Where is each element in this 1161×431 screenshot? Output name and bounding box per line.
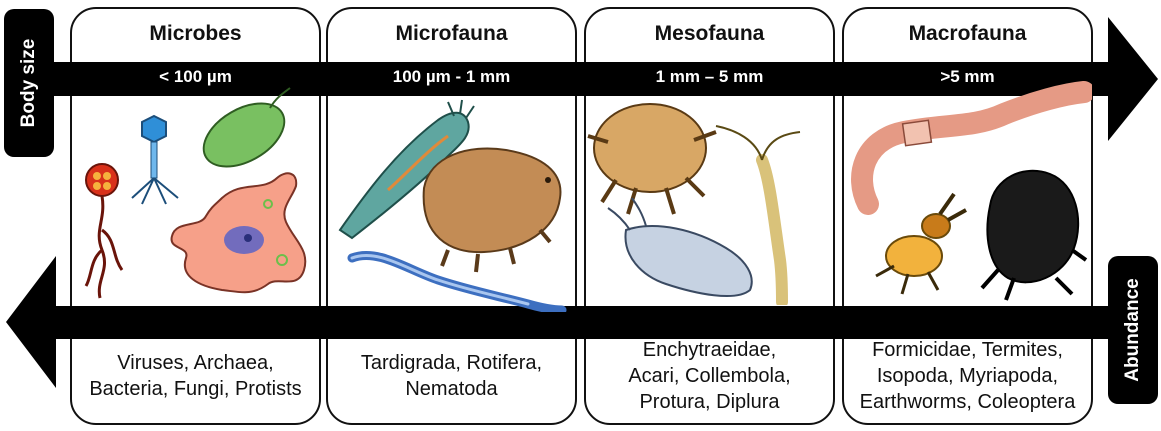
body-size-label: Body size [4,9,54,157]
fungus-icon [86,164,118,196]
virus-icon [142,116,166,142]
collembola-icon [625,226,751,296]
macrofauna-illustration [844,80,1092,305]
abundance-label: Abundance [1108,256,1158,404]
bacterium-icon [193,90,295,179]
range-label: 100 µm - 1 mm [326,67,577,87]
tardigrade-icon [424,149,561,253]
diplura-icon [762,160,782,302]
range-label: < 100 µm [70,67,321,87]
range-label: >5 mm [842,67,1093,87]
range-label: 1 mm – 5 mm [584,67,835,87]
mesofauna-illustration [586,80,834,305]
termite-icon [886,236,942,276]
nematode-icon [352,255,562,310]
microbes-illustration [72,80,320,305]
beetle-icon [987,171,1078,283]
microfauna-illustration [328,80,576,312]
